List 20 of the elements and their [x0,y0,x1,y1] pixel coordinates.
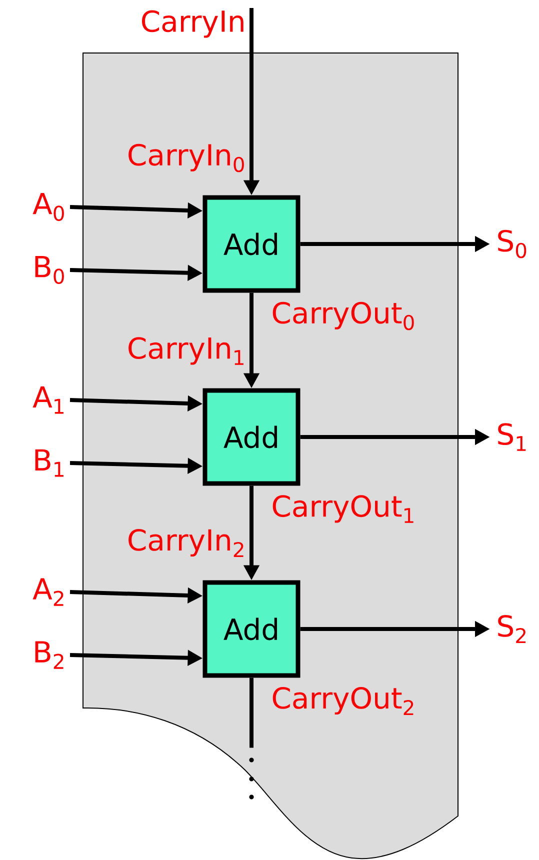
input-label: A$_{2}$ [32,578,64,606]
carry-label: CarryIn$_{2}$ [128,529,244,558]
adder-box: Add [202,195,300,293]
output-label: S$_{2}$ [498,615,526,644]
input-label: A$_{1}$ [32,386,64,414]
output-label: S$_{1}$ [498,423,526,451]
carry-label: CarryIn$_{1}$ [128,337,244,365]
input-label: B$_{0}$ [35,256,64,284]
input-label: A$_{0}$ [32,193,64,221]
adder-box: Add [202,388,300,486]
output-label: S$_{0}$ [498,230,526,258]
carry-label: CarryOut$_{1}$ [272,495,414,523]
input-label: B$_{1}$ [35,449,64,477]
carry-line [250,678,254,748]
carry-label: CarryOut$_{0}$ [272,302,414,330]
adder-box: Add [202,580,300,678]
carry-label: CarryIn$_{0}$ [128,144,244,172]
input-label: CarryIn [142,10,244,38]
carry-label: CarryOut$_{2}$ [272,687,414,716]
input-label: B$_{2}$ [35,641,64,669]
